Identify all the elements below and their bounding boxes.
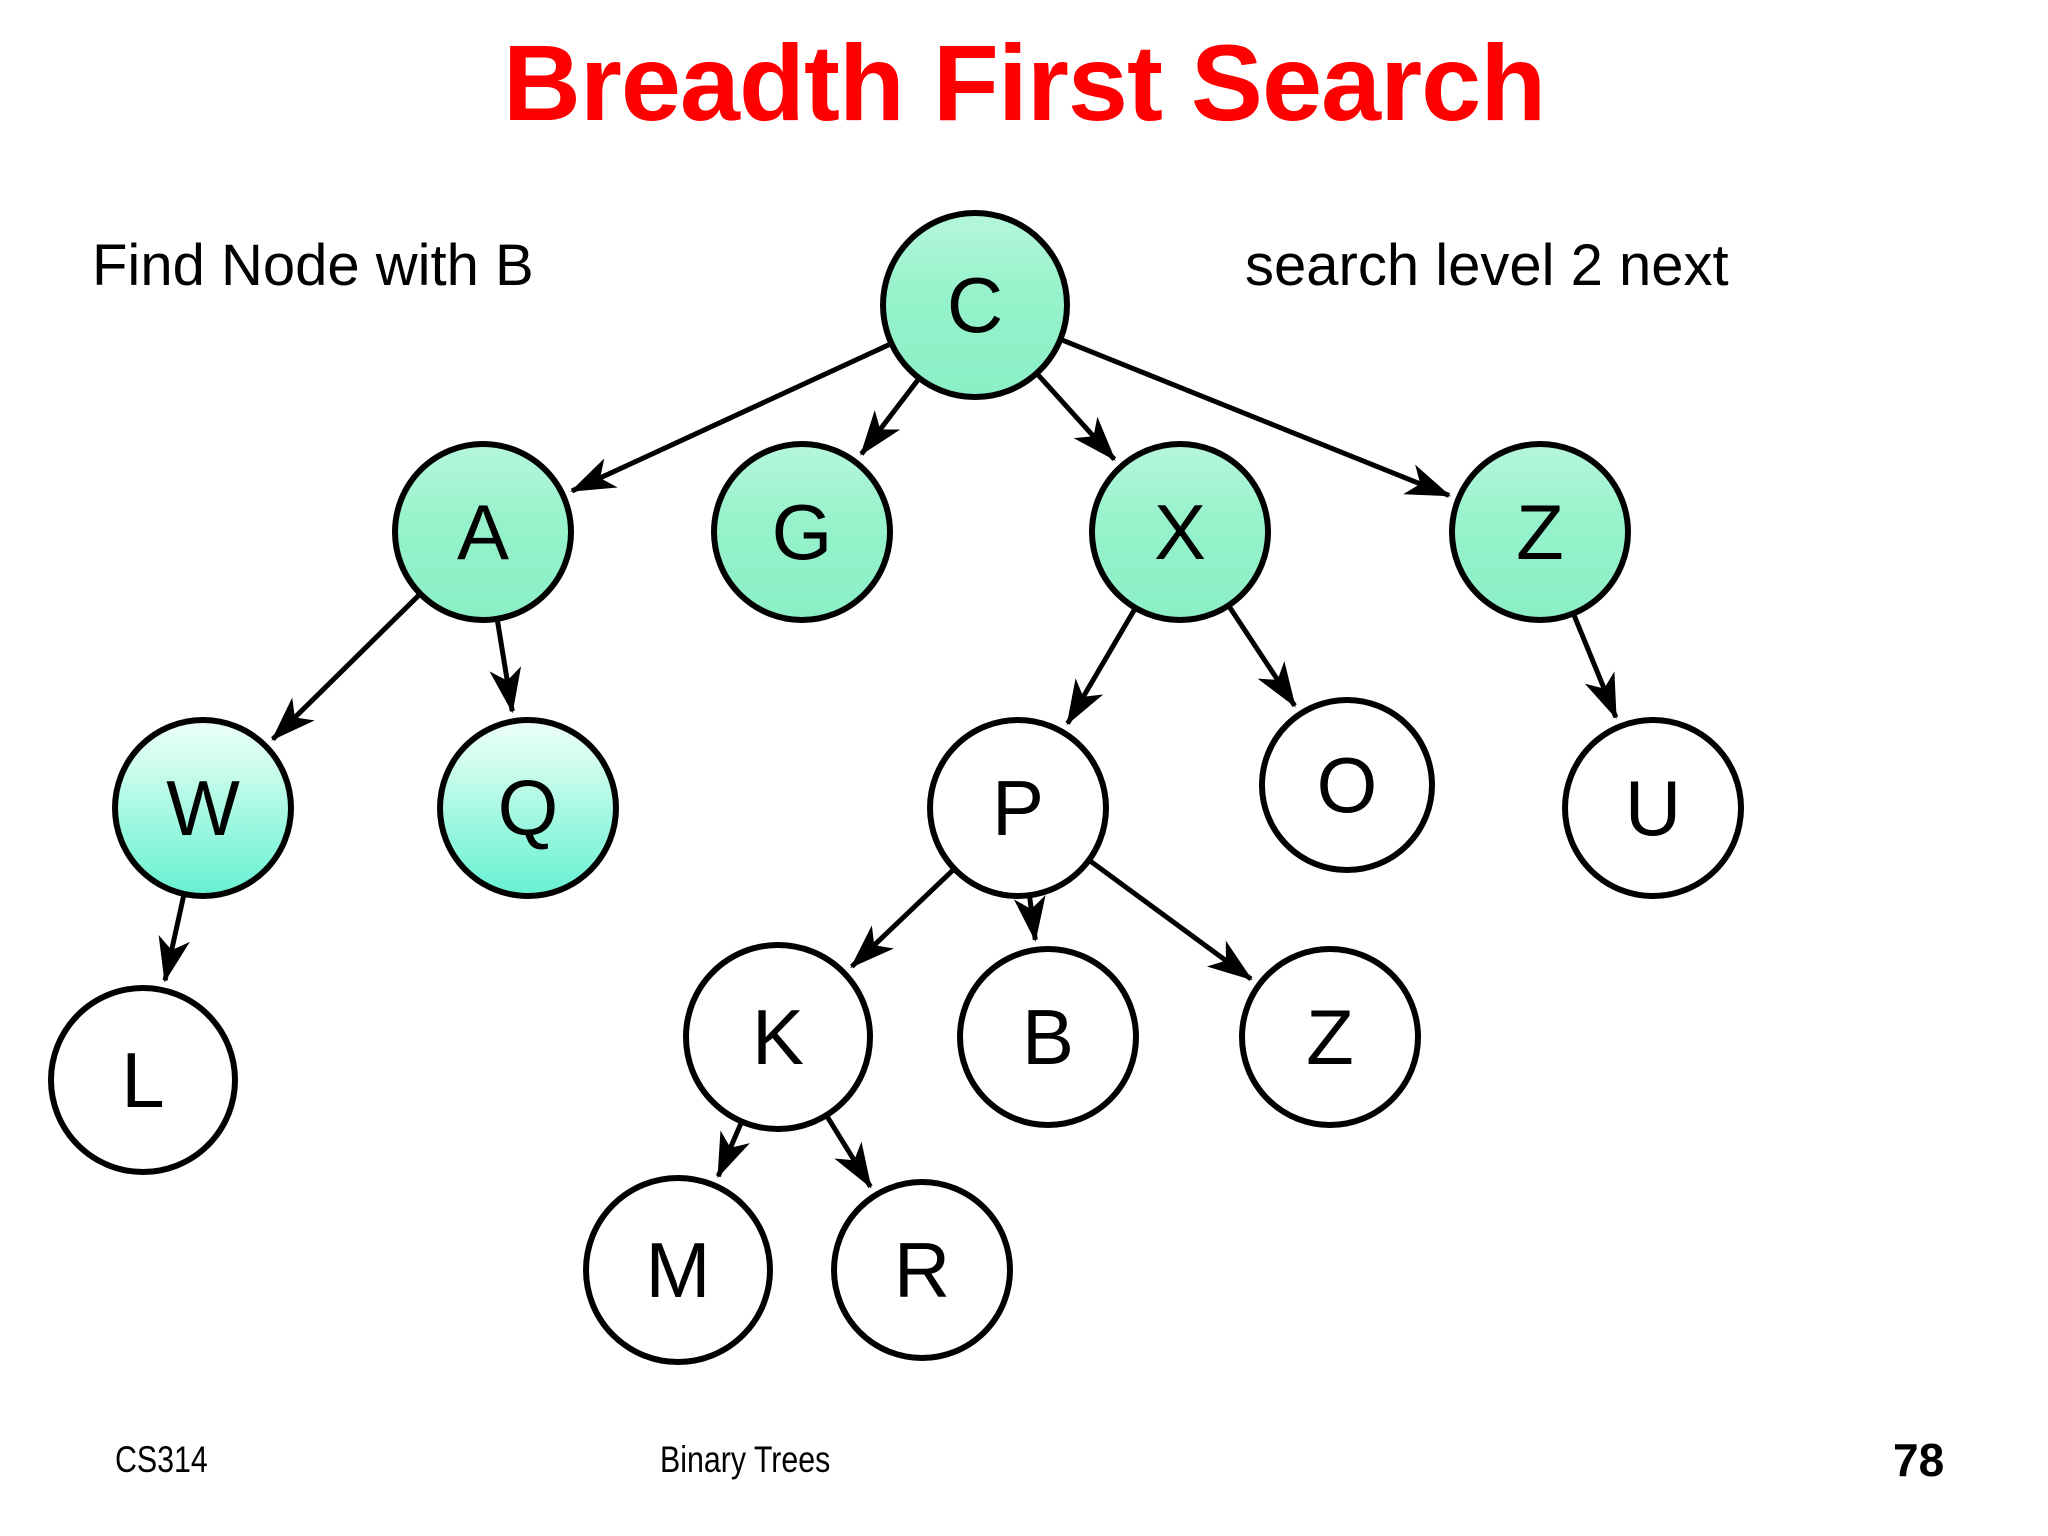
footer-topic-label: Binary Trees [660,1439,831,1480]
node-circle-L [48,985,238,1175]
node-label-R: R [894,1226,950,1314]
node-circle-A [392,441,574,623]
tree-node-L[interactable]: L [48,985,238,1175]
node-circle-R [831,1179,1013,1361]
tree-node-A[interactable]: A [392,441,574,623]
node-label-C: C [947,261,1003,349]
node-label-W: W [166,764,240,852]
tree-node-Q[interactable]: Q [437,717,619,899]
tree-edge-C-to-G [859,378,921,456]
caption-search-level: search level 2 next [1245,233,1729,298]
node-circle-P [927,717,1109,899]
node-circle-G [711,441,893,623]
node-label-A: A [457,488,509,576]
node-circle-Z1 [1449,441,1631,623]
tree-node-M[interactable]: M [583,1175,773,1365]
node-circle-B [957,946,1139,1128]
caption-find-node: Find Node with B [92,233,534,298]
tree-edge-K-to-R [825,1115,873,1189]
node-label-X: X [1154,488,1206,576]
node-label-G: G [772,488,833,576]
node-circle-X [1089,441,1271,623]
tree-edge-P-to-Z2 [1089,859,1253,982]
node-label-L: L [121,1036,164,1124]
tree-edge-A-to-Q [489,620,522,714]
node-label-M: M [646,1226,711,1314]
node-label-P: P [992,764,1044,852]
node-label-Q: Q [498,764,559,852]
tree-node-K[interactable]: K [683,942,873,1132]
tree-node-B[interactable]: B [957,946,1139,1128]
tree-edge-C-to-X [1036,373,1117,461]
tree-node-Z2[interactable]: Z [1239,946,1421,1128]
node-circle-U [1562,717,1744,899]
tree-edge-A-to-W [271,593,421,741]
page-title: Breadth First Search [502,22,1546,143]
tree-edge-X-to-O [1227,605,1297,708]
tree-node-P[interactable]: P [927,717,1109,899]
node-circle-Z2 [1239,946,1421,1128]
node-label-U: U [1625,764,1681,852]
node-label-Z2: Z [1306,993,1354,1081]
node-circle-C [880,210,1070,400]
tree-edge-K-to-M [715,1122,750,1179]
node-label-O: O [1317,741,1378,829]
tree-node-W[interactable]: W [112,717,294,899]
node-circle-Q [437,717,619,899]
tree-node-X[interactable]: X [1089,441,1271,623]
tree-node-R[interactable]: R [831,1179,1013,1361]
node-label-Z1: Z [1516,488,1564,576]
node-label-K: K [752,993,804,1081]
tree-edge-P-to-B [1013,895,1046,942]
footer-course-label: CS314 [115,1439,208,1480]
node-circle-K [683,942,873,1132]
tree-edge-W-to-L [158,895,190,983]
tree-edge-P-to-K [850,868,955,969]
tree-node-G[interactable]: G [711,441,893,623]
tree-edges-layer [158,337,1619,1189]
node-circle-O [1259,697,1435,873]
tree-nodes-layer: C A G X Z W Q P O U L K B Z M R [48,210,1744,1365]
tree-edge-C-to-Z1 [1061,337,1451,498]
tree-node-Z1[interactable]: Z [1449,441,1631,623]
node-circle-W [112,717,294,899]
tree-edge-C-to-A [570,342,891,494]
tree-edge-Z1-to-U [1571,614,1619,720]
node-label-B: B [1022,993,1074,1081]
node-circle-M [583,1175,773,1365]
tree-node-U[interactable]: U [1562,717,1744,899]
tree-node-C[interactable]: C [880,210,1070,400]
tree-edge-X-to-P [1065,608,1137,726]
footer-page-number: 78 [1893,1434,1945,1486]
tree-node-O[interactable]: O [1259,697,1435,873]
